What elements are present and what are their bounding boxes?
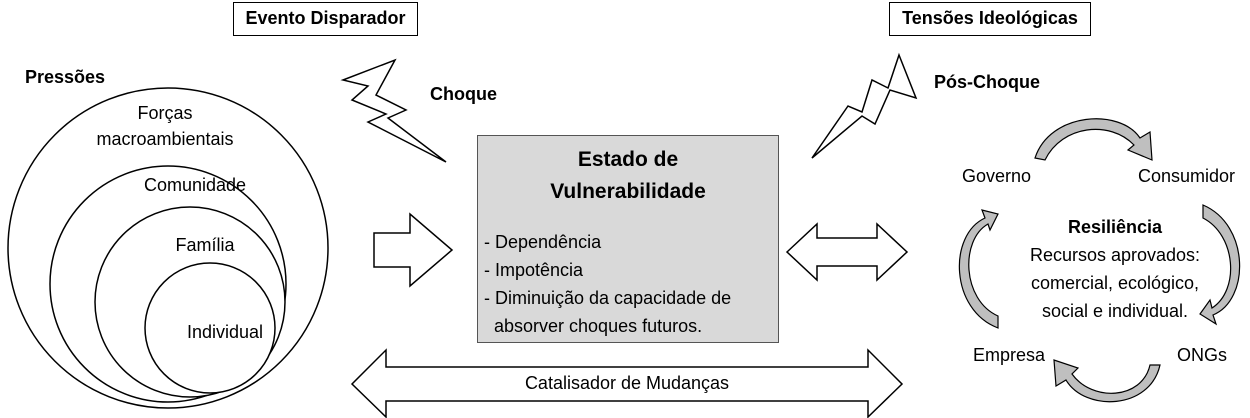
vulnerability-list: - Dependência - Impotência - Diminuição … (484, 228, 731, 340)
double-arrow (785, 222, 909, 282)
vulnerability-title-line1: Estado de (577, 148, 679, 171)
pressures-label: Pressões (25, 67, 106, 87)
post-shock-lightning-icon (811, 52, 918, 159)
circle-label-macro-line2: macroambientais (96, 129, 234, 149)
resilience-line: social e individual. (1041, 301, 1189, 321)
circle-label-macro: Forças macroambientais (70, 100, 260, 152)
curved-arrow-bottom (1053, 359, 1161, 403)
actor-company: Empresa (973, 345, 1046, 365)
actor-consumer: Consumidor (1138, 166, 1236, 186)
circle-label-community: Comunidade (143, 175, 247, 195)
resilience-line: comercial, ecológico, (1030, 273, 1200, 293)
vulnerability-item: absorver choques futuros. (484, 316, 703, 336)
vulnerability-item: - Diminuição da capacidade de (484, 288, 732, 308)
curved-arrow-right (1199, 204, 1241, 326)
shock-lightning-icon (340, 58, 447, 163)
post-shock-label: Pós-Choque (934, 72, 1040, 92)
catalyst-double-arrow (350, 348, 904, 418)
right-arrow (373, 212, 454, 288)
vulnerability-item: - Dependência (484, 232, 602, 252)
resilience-block: Resiliência Recursos aprovados: comercia… (1010, 213, 1220, 325)
circle-individual (144, 262, 276, 394)
ideological-tensions-label: Tensões Ideológicas (889, 2, 1091, 36)
vulnerability-state-box: Estado de Vulnerabilidade - Dependência … (477, 135, 779, 343)
curved-arrow-top (1034, 118, 1153, 161)
catalyst-label: Catalisador de Mudanças (524, 373, 730, 393)
actor-government: Governo (962, 166, 1032, 186)
circle-label-macro-line1: Forças (137, 103, 193, 123)
actor-ngos: ONGs (1177, 345, 1228, 365)
vulnerability-item: - Impotência (484, 260, 584, 280)
circle-label-individual: Individual (186, 322, 264, 342)
vulnerability-title: Estado de Vulnerabilidade (478, 144, 778, 208)
resilience-line: Recursos aprovados: (1029, 245, 1201, 265)
shock-label: Choque (430, 84, 497, 104)
vulnerability-title-line2: Vulnerabilidade (550, 180, 706, 203)
curved-arrow-left (958, 209, 999, 329)
circle-label-family: Família (175, 235, 235, 255)
trigger-event-label: Evento Disparador (233, 2, 418, 36)
resilience-title: Resiliência (1067, 217, 1163, 237)
